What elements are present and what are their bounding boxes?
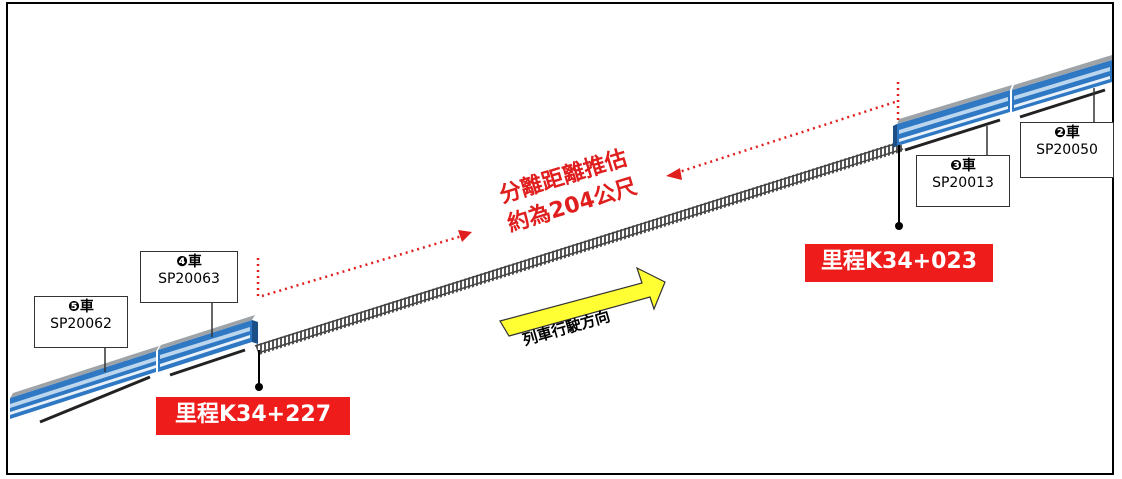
car-number: ❺車 — [68, 299, 94, 315]
mileage-pin-right — [895, 145, 903, 230]
car-4-label: ❹車 SP20063 — [140, 251, 238, 303]
right-train — [893, 55, 1112, 152]
car-3-label: ❸車 SP20013 — [916, 155, 1010, 207]
separation-arrowheads — [458, 168, 682, 242]
railway-track — [254, 141, 904, 355]
diagram-frame — [6, 2, 1114, 475]
label-leader-lines — [104, 88, 1095, 372]
direction-arrow — [499, 266, 666, 337]
car-number: ❸車 — [950, 158, 976, 174]
mileage-pin-left — [255, 350, 263, 391]
car-id: SP20062 — [50, 316, 112, 332]
car-2-label: ❷車 SP20050 — [1020, 122, 1114, 178]
left-train — [10, 315, 258, 424]
car-id: SP20063 — [158, 271, 220, 287]
car-5-label: ❺車 SP20062 — [34, 296, 128, 348]
separation-markers — [256, 82, 900, 300]
mileage-badge-right: 里程K34+023 — [805, 244, 993, 282]
car-id: SP20050 — [1036, 142, 1098, 158]
car-number: ❷車 — [1054, 125, 1080, 141]
car-number: ❹車 — [176, 254, 202, 270]
mileage-badge-left: 里程K34+227 — [156, 397, 350, 435]
car-id: SP20013 — [932, 175, 994, 191]
